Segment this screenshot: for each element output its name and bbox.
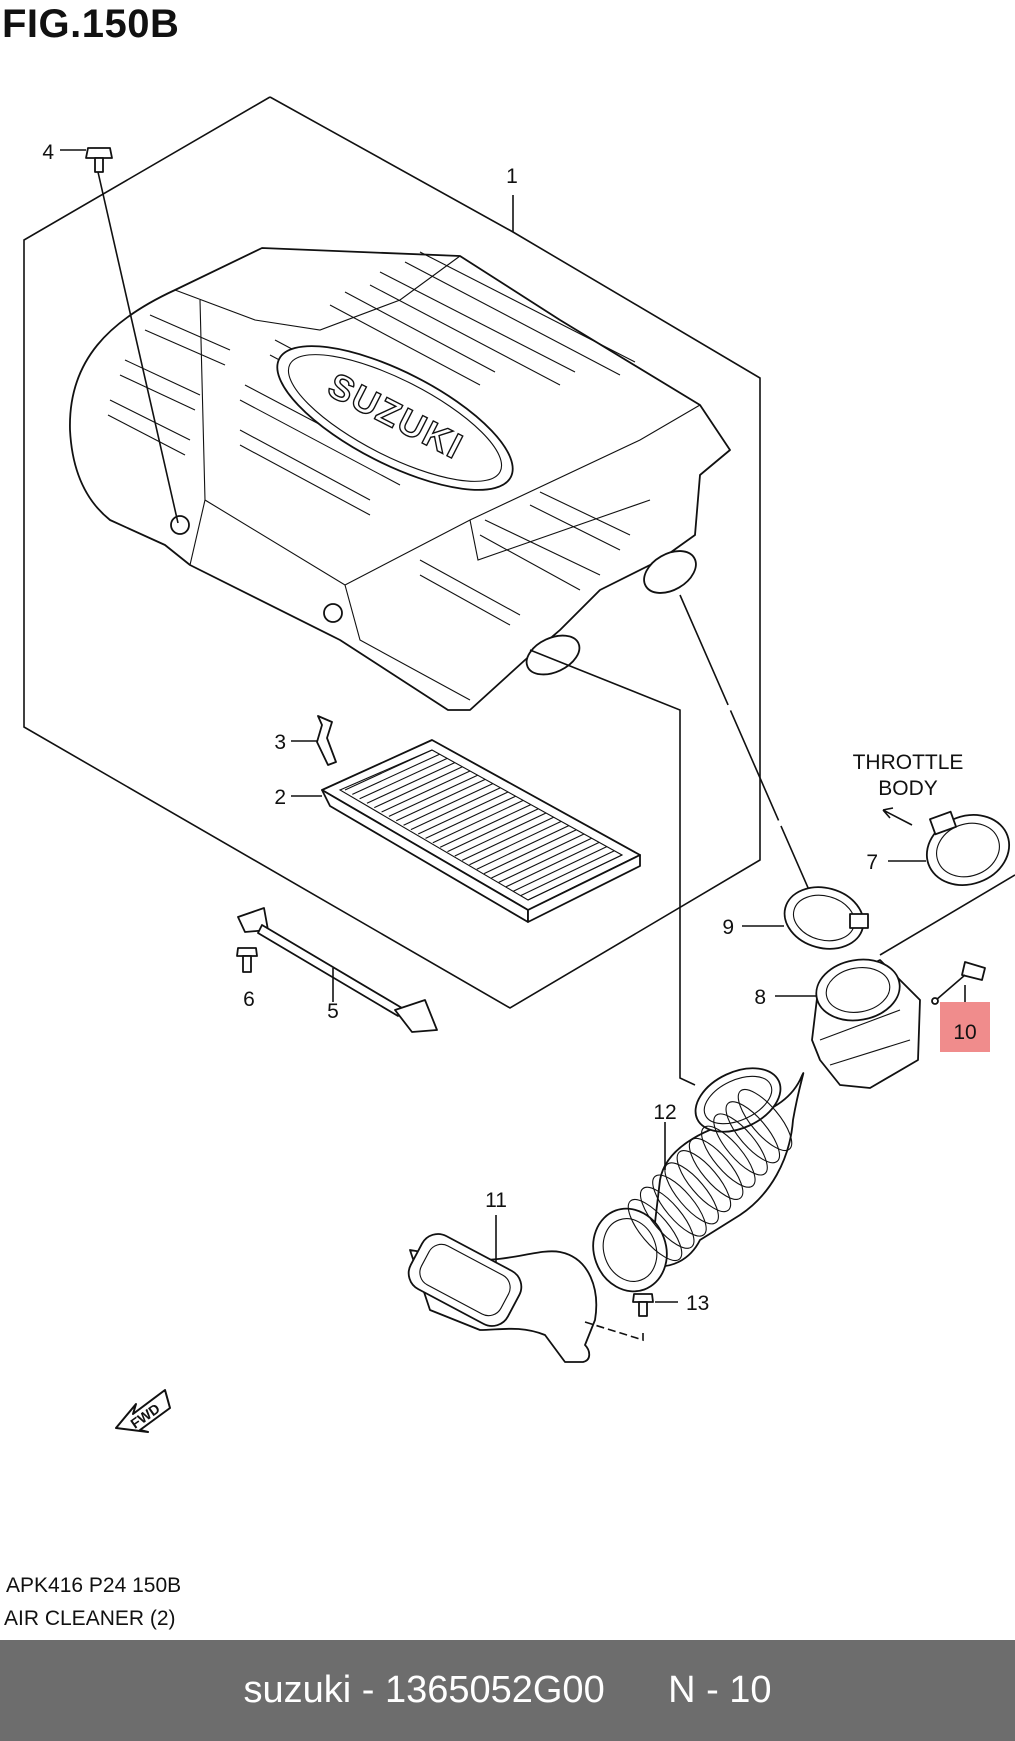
filter-pleat [461,816,554,861]
airflow-housing-part-8[interactable] [811,953,921,1089]
callout-3: 3 [274,731,286,754]
filter-pleat [359,757,448,800]
callout-10: 10 [953,1021,976,1044]
callout-6: 6 [243,988,255,1011]
filter-pleat [447,808,539,853]
callout-13: 13 [686,1292,709,1315]
air-cleaner-case[interactable]: SUZUKI [69,247,731,711]
filter-pleat [498,837,592,883]
figure-name: AIR CLEANER (2) [4,1607,176,1630]
part-number-text: 1365052G00 [384,1669,605,1711]
filter-pleat [469,820,562,866]
filter-pleat [352,753,440,795]
filter-pleat [381,770,471,813]
filter-pleat [366,762,456,804]
exploded-parts-diagram: SUZUKI [23,96,1015,1433]
callout-1: 1 [506,165,518,188]
hose-rib [688,1137,744,1200]
hose-rib [676,1150,732,1213]
mount-grommet-right [323,603,343,623]
hose-rib [725,1101,781,1164]
hose-rib [639,1186,695,1249]
callout-8: 8 [754,986,766,1009]
hose-rib [627,1198,683,1262]
callout-2: 2 [274,786,286,809]
mount-grommet-left [170,515,190,535]
leader-4-assembly [97,171,179,524]
position-text: N - 10 [668,1669,772,1711]
callout-12: 12 [653,1101,676,1124]
hose-rib [664,1162,719,1225]
figure-code: APK416 P24 150B [6,1574,182,1597]
sensor-part-10[interactable] [931,961,986,1005]
hose-rib [737,1088,793,1152]
filter-pleat [491,833,585,879]
hose-rib [713,1113,768,1176]
bracket-part-5[interactable] [237,907,438,1033]
clamp-part-7[interactable] [917,804,1015,897]
filter-pleat [374,766,463,809]
fwd-arrow-icon: FWD [115,1389,171,1433]
part-info-bar: suzuki - 1365052G00 N - 10 [0,1640,1015,1741]
filter-pleat [483,829,577,875]
filter-pleat [425,795,516,839]
air-filter-element[interactable] [321,739,641,923]
logo-plate [276,345,514,491]
callout-9: 9 [722,916,734,939]
leader-13-dashed [584,1321,644,1342]
filter-pleat [505,841,600,888]
callout-5: 5 [327,1000,339,1023]
filter-pleat [520,850,615,897]
clip-part-3[interactable] [316,715,337,766]
throttle-body-label-line1: THROTTLE [853,751,964,774]
filter-pleat [403,783,494,826]
bolt-part-4[interactable] [85,147,113,173]
hose-rib [652,1174,707,1237]
assembly-frame-1 [23,96,761,1009]
filter-pleat [476,825,570,870]
hose-rib [701,1125,756,1188]
throttle-direction-arrow [882,807,913,826]
outlet-pipe [643,550,697,594]
bolt-part-6[interactable] [236,947,258,973]
throttle-body-label-line2: BODY [878,777,938,800]
hose-corrugations [627,1088,793,1262]
filter-pleat [527,854,623,901]
highlight-box-10 [940,1002,990,1052]
clamp-part-9[interactable] [778,879,871,958]
guide-line-9 [679,594,831,939]
filter-pleats [344,749,623,901]
guide-line-7 [879,874,1015,956]
intake-hose-part-12[interactable] [582,1056,805,1302]
filter-pleat [417,791,509,835]
filter-pleat [410,787,501,831]
filter-pleat [439,804,532,848]
filter-pleat [344,749,433,791]
cover-ribs [107,251,636,626]
filter-pleat [513,846,608,892]
separator-text: - [361,1669,375,1711]
callout-7: 7 [866,851,878,874]
filter-pleat [454,812,547,857]
brand-text: suzuki [243,1669,352,1711]
callout-11: 11 [485,1189,507,1212]
callout-4: 4 [42,141,54,164]
filter-pleat [388,774,478,817]
guide-line-12 [529,649,696,1086]
screw-part-13[interactable] [632,1293,654,1317]
filter-pleat [396,778,486,822]
intake-duct-part-11[interactable] [402,1228,598,1363]
filter-pleat [432,799,524,844]
figure-title: FIG.150B [2,2,180,46]
